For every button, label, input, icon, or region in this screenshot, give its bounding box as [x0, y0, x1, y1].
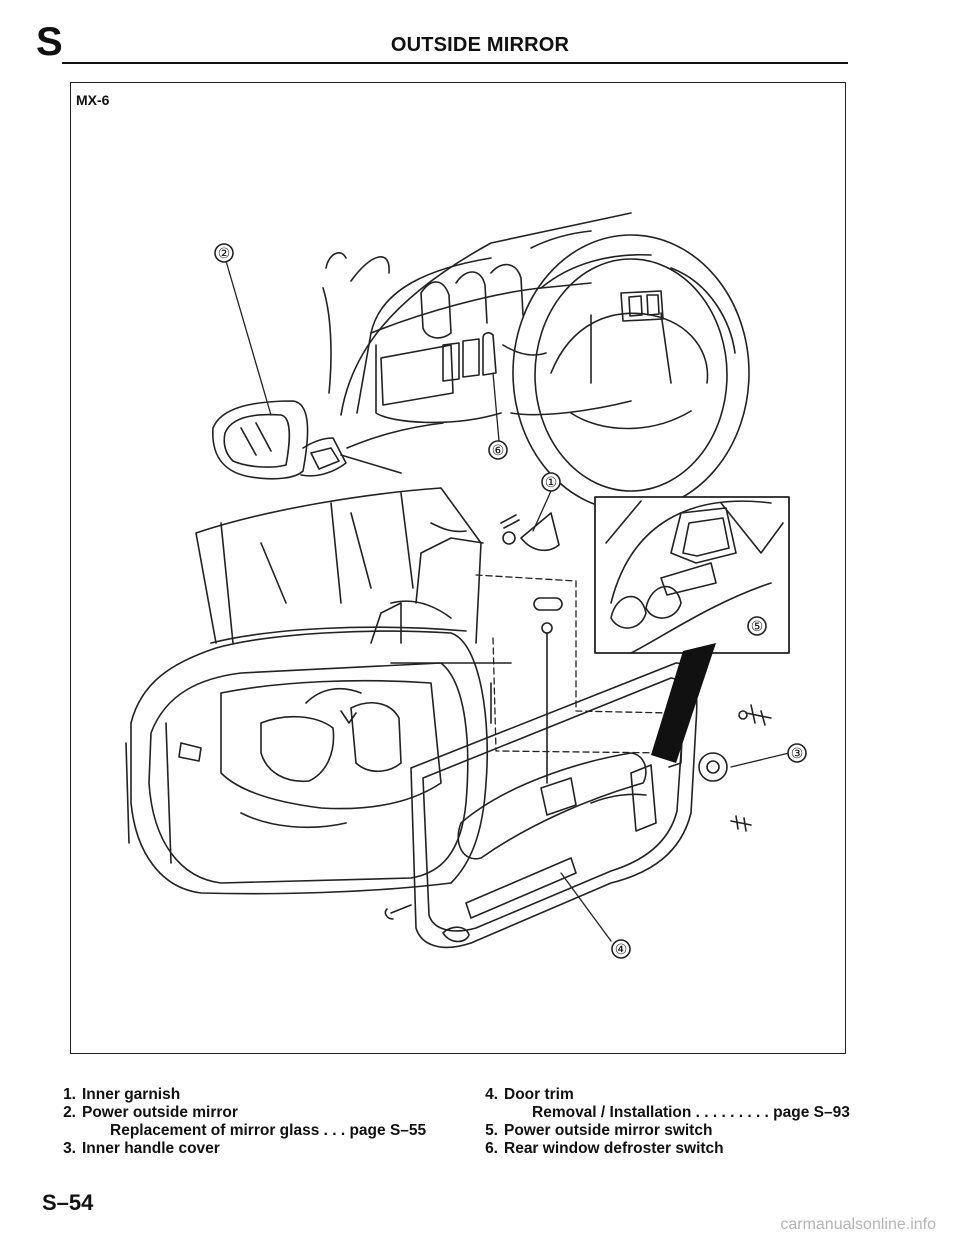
legend-item-3: 3.Inner handle cover [63, 1140, 220, 1157]
small-parts-drawing [384, 512, 772, 920]
svg-text:⑤: ⑤ [751, 619, 764, 635]
legend-item-6: 6.Rear window defroster switch [485, 1140, 724, 1157]
door-exploded-illustration: ① ② ③ ④ ⑤ ⑥ [125, 212, 807, 959]
legend-left: 1.Inner garnish 2.Power outside mirror R… [54, 1086, 426, 1158]
steering-wheel-drawing [512, 234, 750, 512]
page-title: OUTSIDE MIRROR [390, 34, 570, 56]
door-trim-drawing [410, 662, 698, 949]
model-label: MX-6 [76, 92, 110, 108]
header-rule [62, 62, 848, 64]
callout-2: ② [214, 243, 234, 263]
legend-item-1: 1.Inner garnish [63, 1086, 181, 1103]
legend-item-5: 5.Power outside mirror switch [485, 1122, 713, 1139]
svg-text:③: ③ [791, 746, 804, 762]
svg-text:⑥: ⑥ [492, 443, 505, 459]
figure-frame [70, 82, 846, 1054]
legend-item-2: 2.Power outside mirror [63, 1104, 238, 1121]
legend-item-4-reference: Removal / Installation . . . . . . . . .… [532, 1104, 850, 1121]
legend-item-4: 4.Door trim [485, 1086, 574, 1103]
watermark: carmanualsonline.info [780, 1216, 936, 1233]
section-letter: S [36, 20, 63, 64]
legend-item-2-reference: Replacement of mirror glass . . . page S… [110, 1122, 427, 1139]
outside-mirror-drawing [212, 400, 402, 480]
callout-6: ⑥ [488, 440, 508, 460]
svg-text:④: ④ [615, 942, 628, 958]
svg-text:①: ① [545, 475, 558, 491]
dashboard-drawing [322, 212, 632, 449]
page-number: S–54 [42, 1190, 94, 1215]
callout-4: ④ [611, 939, 631, 959]
callout-5: ⑤ [747, 616, 767, 636]
leader-lines [225, 260, 790, 942]
callout-3: ③ [787, 743, 807, 763]
legend-right: 4.Door trim Removal / Installation . . .… [476, 1086, 850, 1158]
door-shell-drawing [125, 487, 489, 895]
svg-text:②: ② [218, 246, 231, 262]
callout-1: ① [541, 472, 561, 492]
